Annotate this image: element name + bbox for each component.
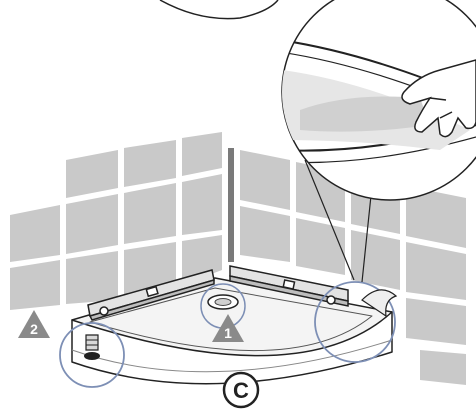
- spirit-level-right-icon: [229, 265, 349, 307]
- leveling-foot-icon: [59, 322, 125, 388]
- right-wall-tiles: [240, 150, 466, 385]
- view-label-c: C: [222, 371, 260, 409]
- spirit-level-left-icon: [87, 269, 215, 321]
- drain-icon: [200, 283, 246, 329]
- left-wall-tiles: [10, 132, 222, 310]
- step-marker-2-label: 2: [30, 321, 38, 337]
- peeling-film-corner: [314, 281, 398, 363]
- magnified-detail-bubble: [281, 0, 476, 201]
- step-marker-2: 2: [18, 310, 50, 338]
- peeling-film-hand-icon: [401, 59, 476, 138]
- step-marker-1-label: 1: [224, 325, 232, 341]
- view-label-c-text: C: [233, 378, 249, 403]
- cropped-detail-circle: [159, 0, 279, 20]
- callout-lines: [304, 159, 373, 283]
- step-marker-1: 1: [212, 314, 244, 342]
